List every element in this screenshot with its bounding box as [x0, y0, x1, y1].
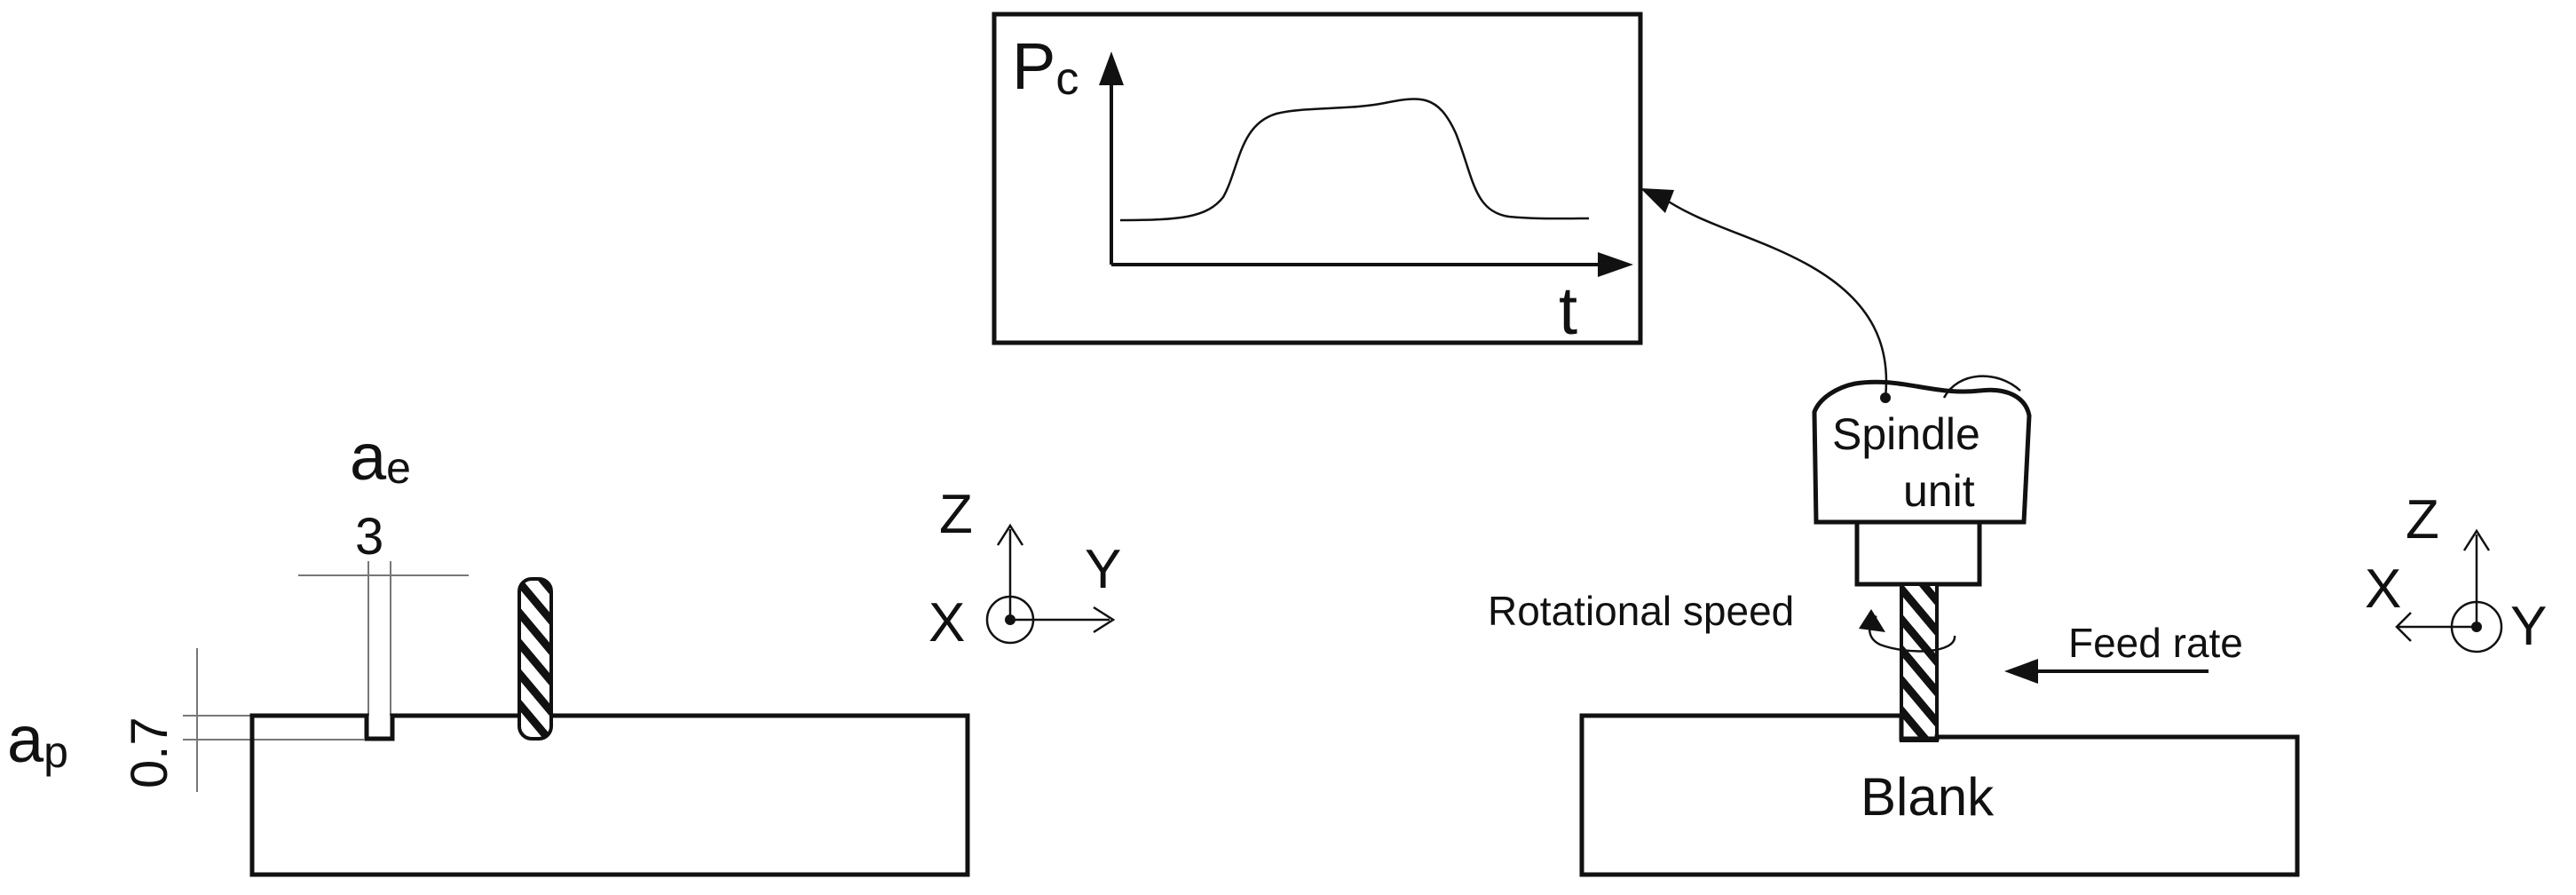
graph-frame — [992, 12, 1643, 345]
left-milling-tool — [518, 577, 553, 741]
right-view: Spindle unit Rotational speed Feed rate … — [1488, 375, 2547, 877]
graph-x-arrowhead — [1598, 252, 1633, 277]
right-axis-x: X — [2365, 558, 2401, 620]
power-graph: Pc t — [992, 12, 1643, 349]
ae-value: 3 — [355, 508, 383, 566]
power-curve — [1119, 98, 1590, 222]
graph-y-arrowhead — [1099, 51, 1124, 85]
signal-arrowhead — [1640, 188, 1674, 213]
signal-wire — [1640, 188, 1891, 403]
right-axis-y: Y — [2510, 596, 2547, 657]
left-workpiece — [249, 713, 970, 877]
spindle-label-line2: unit — [1903, 466, 1975, 516]
rotational-speed-label: Rotational speed — [1488, 588, 1794, 634]
right-coordinate-axes: Z X Y — [2365, 489, 2547, 657]
feed-rate-label: Feed rate — [2068, 620, 2243, 666]
tool-holder — [1854, 519, 1982, 587]
blank-label: Blank — [1861, 767, 1995, 827]
left-coordinate-axes: Z Y X — [928, 484, 1121, 653]
graph-y-label: Pc — [1012, 29, 1079, 105]
ae-label: ae — [350, 420, 411, 494]
signal-dot — [1880, 392, 1891, 403]
graph-x-label: t — [1559, 273, 1577, 349]
left-axis-x: X — [928, 592, 965, 653]
ap-label: ap — [7, 702, 68, 777]
left-view: ae 3 ap 0.7 Z Y X — [7, 420, 1121, 877]
spindle-label-line1: Spindle — [1832, 409, 1980, 459]
left-axis-z: Z — [939, 484, 973, 545]
left-axis-y: Y — [1085, 539, 1121, 600]
spindle-unit-body — [1812, 379, 2032, 525]
right-axis-z: Z — [2406, 489, 2439, 550]
right-milling-tool — [1900, 582, 1939, 742]
ap-value: 0.7 — [121, 717, 178, 788]
